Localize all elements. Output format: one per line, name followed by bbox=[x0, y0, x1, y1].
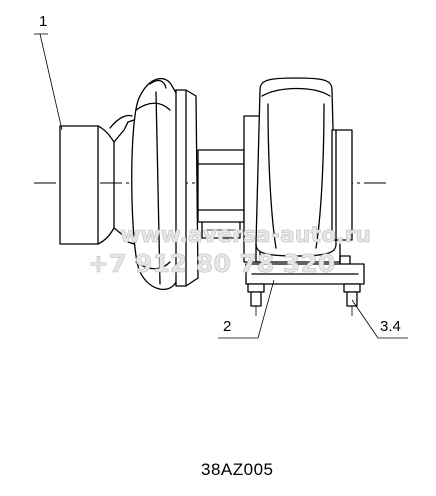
compressor-inlet bbox=[59, 114, 141, 247]
watermark-site: www.aversa-auto.ru bbox=[120, 223, 371, 248]
callout-1-label: 1 bbox=[39, 13, 47, 30]
compressor-housing bbox=[131, 77, 199, 291]
watermark-phone: +7 912 80 78 320 bbox=[88, 249, 335, 278]
callout-2-label: 2 bbox=[223, 318, 231, 335]
callout-2: 2 bbox=[218, 279, 275, 339]
turbine-housing bbox=[243, 77, 353, 263]
support-bracket bbox=[245, 255, 365, 285]
callout-1: 1 bbox=[34, 13, 63, 131]
drawing-code: 38AZ005 bbox=[201, 460, 274, 479]
callout-3-4-label: 3.4 bbox=[380, 318, 401, 335]
bolt-left bbox=[247, 283, 265, 316]
bearing-housing bbox=[197, 149, 245, 239]
bolt-right bbox=[343, 283, 361, 316]
callout-3-4: 3.4 bbox=[351, 299, 408, 339]
